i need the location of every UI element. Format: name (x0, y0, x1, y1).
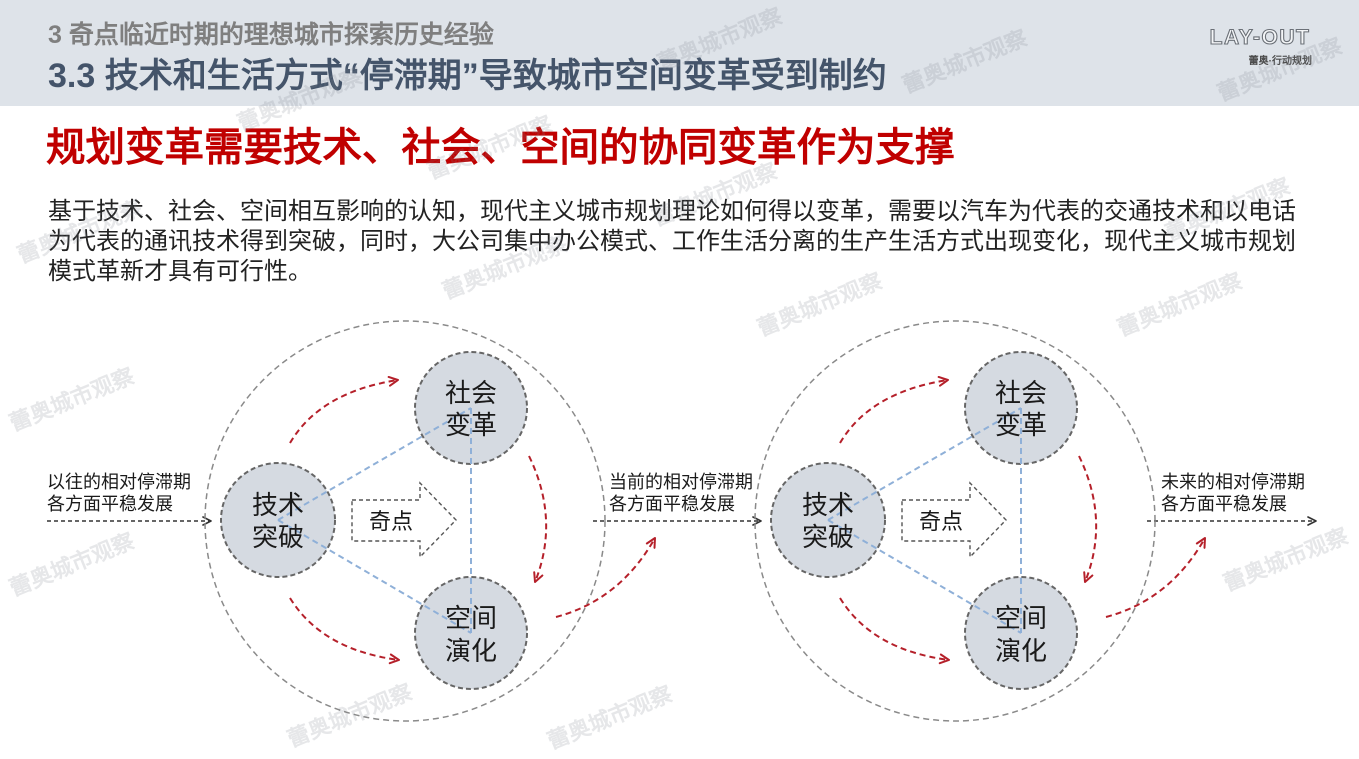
node-label-spatial-line2: 演化 (995, 636, 1047, 666)
link-tech-social (827, 407, 1022, 521)
flow-arrow-tech-to-social (839, 376, 949, 444)
stage-label-present-line2: 各方面平稳发展 (609, 494, 735, 514)
link-tech-spatial (277, 519, 472, 634)
node-label-social-line2: 变革 (445, 410, 497, 440)
singularity-label: 奇点 (369, 509, 413, 534)
link-tech-social (277, 407, 472, 521)
company-logo: LAY-OUT 蕾奥·行动规划 (1196, 25, 1324, 72)
cycle-diagram: 以往的相对停滞期 各方面平稳发展 当前的相对停滞期 各方面平稳发展 未来的相对停… (47, 320, 1317, 722)
flow-arrow-exit (555, 537, 656, 618)
timeline: 以往的相对停滞期 各方面平稳发展 当前的相对停滞期 各方面平稳发展 未来的相对停… (47, 472, 1317, 526)
header-band: 3 奇点临近时期的理想城市探索历史经验 3.3 技术和生活方式“停滞期”导致城市… (0, 0, 1359, 106)
node-label-tech-line2: 突破 (802, 522, 854, 552)
stage-label-present-line1: 当前的相对停滞期 (609, 472, 753, 492)
link-tech-spatial (827, 519, 1022, 634)
cycle-group-2: 奇点 技术 突破 社会 变革 空间 演化 (754, 320, 1206, 722)
node-label-spatial-line1: 空间 (445, 603, 497, 633)
flow-arrow-tech-to-spatial (839, 597, 950, 665)
node-label-tech-line2: 突破 (252, 522, 304, 552)
body-paragraph: 基于技术、社会、空间相互影响的认知，现代主义城市规划理论如何得以变革，需要以汽车… (48, 198, 1296, 285)
node-label-social-line1: 社会 (995, 378, 1047, 408)
node-label-spatial-line2: 演化 (445, 636, 497, 666)
flow-arrow-tech-to-social (289, 376, 399, 444)
headline: 规划变革需要技术、社会、空间的协同变革作为支撑 (46, 126, 955, 170)
stagnation-period-circle (754, 320, 1156, 722)
stagnation-period-circle (204, 320, 606, 722)
node-label-spatial-line1: 空间 (995, 603, 1047, 633)
node-label-tech-line1: 技术 (252, 490, 304, 520)
flow-arrow-tech-to-spatial (289, 597, 400, 665)
stage-label-future-line2: 各方面平稳发展 (1161, 494, 1287, 514)
flow-arrow-exit (1105, 537, 1206, 618)
singularity-label: 奇点 (919, 509, 963, 534)
node-label-social-line2: 变革 (995, 410, 1047, 440)
stage-label-past-line2: 各方面平稳发展 (47, 494, 173, 514)
node-label-tech-line1: 技术 (802, 490, 854, 520)
section-title: 3 奇点临近时期的理想城市探索历史经验 (48, 21, 494, 49)
stage-label-past-line1: 以往的相对停滞期 (47, 472, 191, 492)
logo-wordmark: LAY-OUT (1209, 25, 1311, 49)
singularity-arrow (901, 481, 1007, 559)
cycle-group-1: 奇点 技术 突破 社会 变革 空间 演化 (204, 320, 656, 722)
logo-tagline: 蕾奥·行动规划 (1248, 56, 1312, 67)
page-title: 3.3 技术和生活方式“停滞期”导致城市空间变革受到制约 (48, 57, 887, 95)
flow-arrow-social-to-spatial (1078, 455, 1098, 583)
node-label-social-line1: 社会 (445, 378, 497, 408)
flow-arrow-social-to-spatial (528, 455, 548, 583)
stage-label-future-line1: 未来的相对停滞期 (1161, 472, 1305, 492)
singularity-arrow (351, 481, 457, 559)
